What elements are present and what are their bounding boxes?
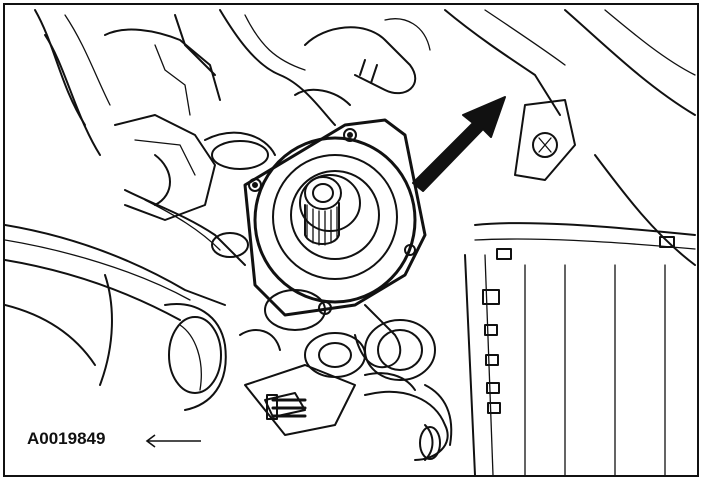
lower-center-parts: [264, 289, 453, 446]
right-bolt-row: [464, 222, 696, 475]
output-housing: [243, 118, 436, 381]
illustration-frame: A0019849: [3, 3, 699, 477]
left-frame-rails: [5, 224, 226, 386]
upper-hose-bracket: [294, 18, 431, 106]
upper-left-body-contours: [34, 9, 336, 156]
engine-bay-line-drawing: [5, 9, 696, 475]
upper-right-structure: [444, 9, 696, 266]
left-bracket-assembly: [114, 114, 276, 266]
figure-reference-id: A0019849: [27, 429, 106, 448]
pointer-arrow: [412, 96, 506, 192]
lower-left-mechanism: [164, 303, 449, 461]
reference-leader-arrow: [145, 434, 201, 448]
